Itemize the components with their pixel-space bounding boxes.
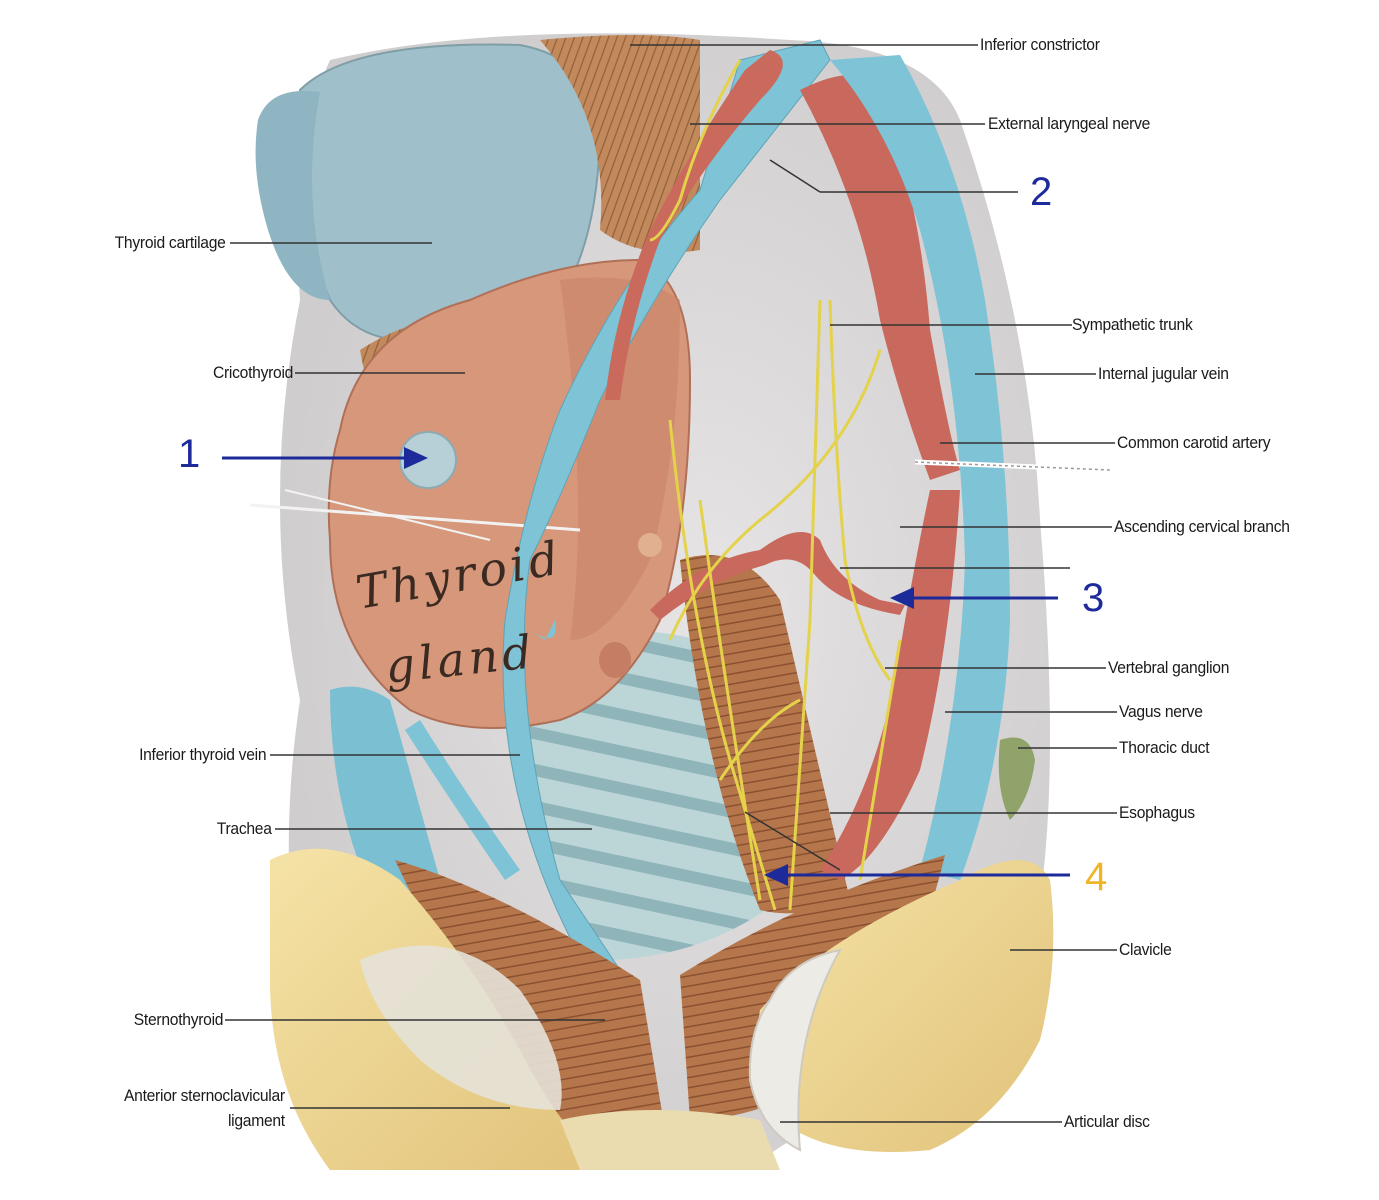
anterior-sternoclavicular-ligament-shape: [360, 945, 562, 1110]
internal-jugular-vein-shape: [830, 55, 1010, 880]
label-anterior-sternoclavicular-ligament-line1: Anterior sternoclavicular: [124, 1086, 285, 1105]
label-thyroid-cartilage: Thyroid cartilage: [115, 233, 226, 252]
marker-2: 2: [1030, 170, 1053, 214]
label-inferior-constrictor: Inferior constrictor: [980, 35, 1100, 54]
inferior-constrictor-muscle: [540, 35, 700, 253]
label-ascending-cervical-branch: Ascending cervical branch: [1114, 517, 1290, 536]
right-clavicle-shape: [757, 860, 1054, 1152]
sternum-shape: [560, 1110, 780, 1170]
label-sympathetic-trunk: Sympathetic trunk: [1072, 315, 1193, 334]
label-inferior-thyroid-vein: Inferior thyroid vein: [138, 745, 266, 764]
suture-thread: [284, 489, 491, 541]
label-external-laryngeal-nerve: External laryngeal nerve: [988, 114, 1151, 133]
label-vertebral-ganglion: Vertebral ganglion: [1108, 658, 1230, 677]
label-internal-jugular-vein: Internal jugular vein: [1098, 364, 1229, 383]
marker-arrows: [222, 447, 1070, 886]
label-common-carotid-artery: Common carotid artery: [1117, 433, 1271, 452]
common-carotid-artery-shape: [800, 75, 960, 480]
label-anterior-sternoclavicular-ligament-line2: ligament: [228, 1111, 285, 1130]
common-carotid-artery-lower: [820, 490, 960, 880]
vein-branch: [530, 620, 556, 640]
label-sternothyroid: Sternothyroid: [133, 1010, 224, 1029]
label-cricothyroid: Cricothyroid: [212, 363, 293, 382]
label-articular-disc: Articular disc: [1064, 1112, 1150, 1131]
ligature: [914, 461, 1111, 471]
nerves: [649, 59, 902, 911]
marker-3: 3: [1082, 576, 1105, 620]
nodule-structure-1: [399, 431, 457, 489]
esophagus-shape: [680, 555, 850, 914]
superior-thyroid-artery: [605, 50, 783, 400]
label-esophagus: Esophagus: [1119, 803, 1195, 822]
thyroid-cartilage-shape: [255, 43, 602, 342]
marker-4: 4: [1085, 855, 1108, 899]
inferior-thyroid-artery: [650, 532, 905, 620]
sternothyroid-left: [395, 860, 665, 1130]
label-trachea: Trachea: [217, 819, 272, 838]
articular-disc-shape: [748, 948, 842, 1152]
label-vagus-nerve: Vagus nerve: [1119, 702, 1203, 721]
marker-1: 1: [178, 432, 201, 476]
label-clavicle: Clavicle: [1119, 940, 1172, 959]
leader-lines: [225, 44, 1117, 1123]
thoracic-duct-shape: [998, 737, 1035, 820]
label-thoracic-duct: Thoracic duct: [1119, 738, 1210, 757]
left-vein-shape: [330, 686, 440, 894]
vein-branch-lower: [405, 720, 520, 880]
